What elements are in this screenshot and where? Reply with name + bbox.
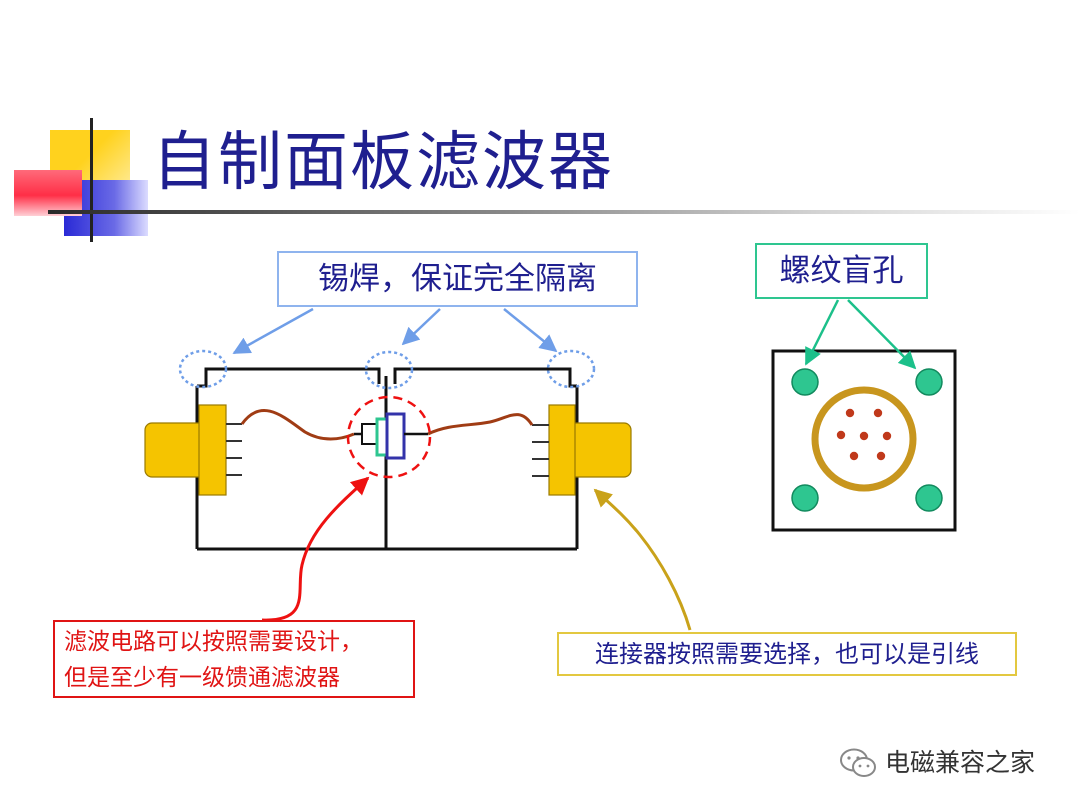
blind-hole-callout: 螺纹盲孔: [755, 243, 928, 299]
solder-point-right: [546, 349, 596, 389]
feedthrough-outline: [385, 412, 406, 460]
right-connector-body: [569, 422, 632, 478]
deco-red-square: [14, 170, 82, 216]
blind-hole-arrow-left: [804, 299, 840, 366]
left-connector: [144, 404, 242, 496]
blind-hole-top-left: [791, 368, 819, 396]
blind-hole-arrow-right: [847, 299, 917, 370]
filter-callout: 滤波电路可以按照需要设计， 但是至少有一级馈通滤波器: [53, 620, 415, 698]
title-vertical-line: [90, 118, 93, 242]
watermark-text: 电磁兼容之家: [885, 748, 1036, 777]
solder-arrow-right: [503, 308, 558, 353]
blind-hole-top-right: [915, 368, 943, 396]
wechat-icon: [840, 748, 876, 777]
panel-front-view: [771, 349, 957, 532]
panel-connector-pins: [836, 408, 892, 461]
left-wire: [240, 409, 355, 441]
title-underline: [48, 210, 1080, 214]
feedthrough-filter: [346, 395, 432, 479]
solder-callout: 锡焊，保证完全隔离: [277, 251, 638, 307]
filter-arrow: [261, 476, 370, 622]
right-connector: [532, 404, 632, 496]
blind-hole-bottom-right: [915, 484, 943, 512]
right-wire: [427, 413, 534, 436]
solder-arrow-left: [232, 307, 314, 355]
solder-arrow-center: [401, 308, 441, 346]
left-connector-body: [144, 422, 206, 478]
solder-point-center: [364, 350, 414, 390]
filter-callout-line-1: 滤波电路可以按照需要设计，: [64, 629, 363, 655]
blind-hole-bottom-left: [791, 484, 819, 512]
filter-highlight-circle: [346, 395, 432, 479]
solder-point-left: [178, 349, 228, 389]
left-connector-flange: [198, 404, 227, 496]
connector-arrow: [593, 488, 692, 631]
connector-callout: 连接器按照需要选择，也可以是引线: [557, 632, 1017, 676]
page-title: 自制面板滤波器: [152, 126, 614, 200]
filter-callout-line-2: 但是至少有一级馈通滤波器: [64, 665, 340, 691]
right-connector-flange: [548, 404, 576, 496]
